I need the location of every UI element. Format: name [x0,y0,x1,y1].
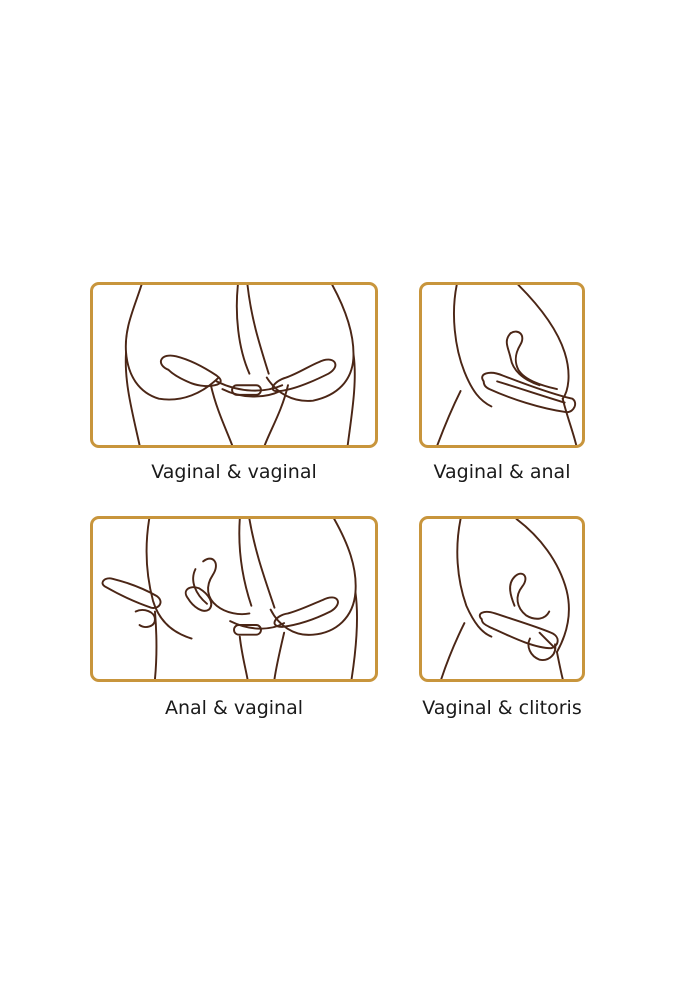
caption-vaginal-anal: Vaginal & anal [433,461,571,483]
illustration-vaginal-anal [419,282,585,448]
illustration-vaginal-vaginal [90,282,378,448]
illustration-anal-vaginal [90,516,378,682]
caption-anal-vaginal: Anal & vaginal [164,697,304,719]
usage-line-drawing-1 [124,285,356,445]
caption-vaginal-vaginal: Vaginal & vaginal [151,461,317,483]
illustration-vaginal-clitoris [419,516,585,682]
usage-line-drawing-4 [440,519,570,679]
usage-line-drawing-3 [101,519,359,679]
caption-vaginal-clitoris: Vaginal & clitoris [422,697,582,719]
usage-line-drawing-2 [436,285,578,445]
